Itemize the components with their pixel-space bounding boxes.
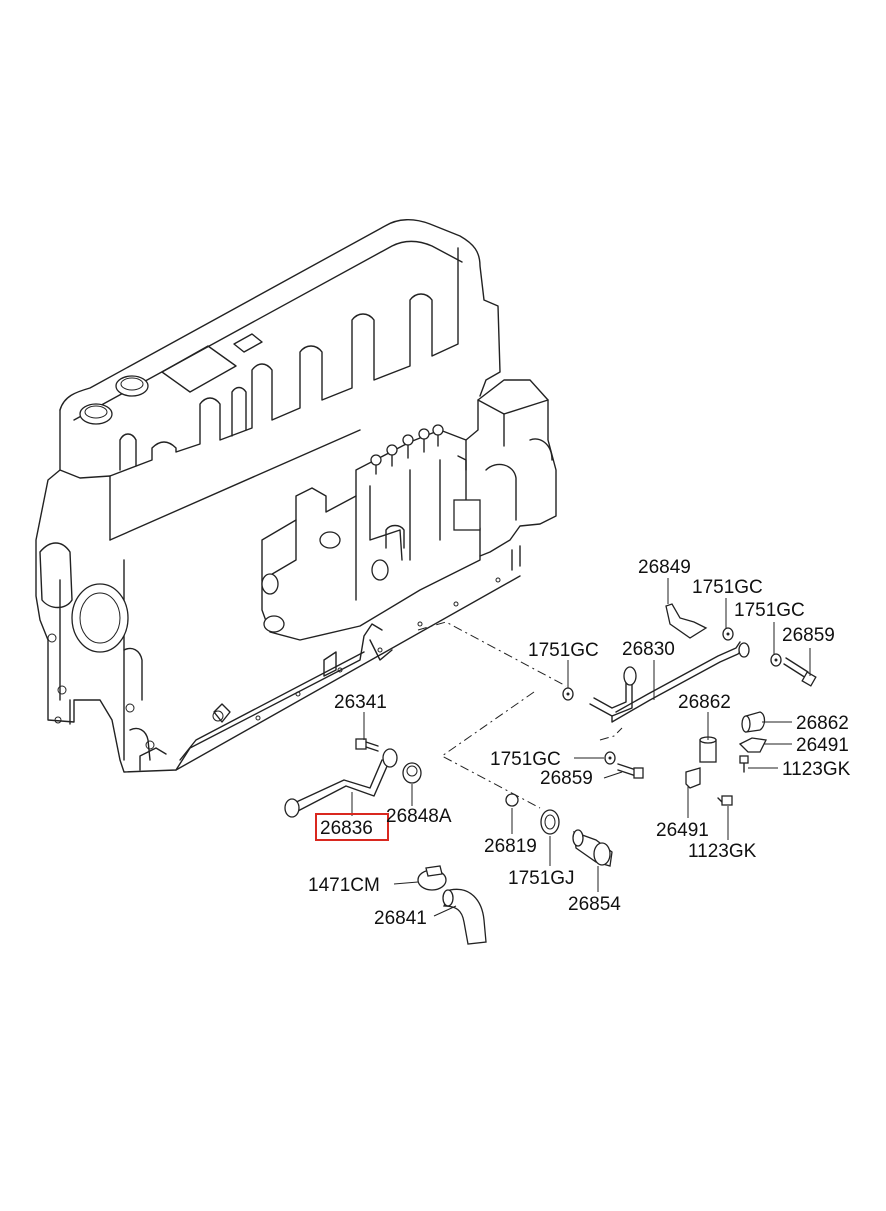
eye-bolt-26859-b[interactable] [617,763,644,779]
clamp-26491-a[interactable] [738,737,767,753]
label-26491-a: 26491 [796,735,849,756]
oil-pipe-26830[interactable] [589,641,750,723]
label-26862-a: 26862 [678,692,731,713]
plug-26854[interactable] [572,829,613,867]
label-26854: 26854 [568,894,621,915]
label-1123gk-b: 1123GK [688,841,757,862]
nut-26848a[interactable] [402,762,422,784]
bushing-26862-b[interactable] [741,711,766,733]
washer-1751gc-c[interactable] [562,687,574,701]
label-1751gc-b: 1751GC [734,600,805,621]
clamp-26491-b[interactable] [685,767,701,789]
highlight-box-26836 [315,813,389,841]
centerline-pump-to-pipe [417,621,567,687]
washer-1751gc-b[interactable] [770,653,782,667]
label-26819: 26819 [484,836,537,857]
label-1751gj: 1751GJ [508,868,575,889]
label-26859-a: 26859 [782,625,835,646]
label-1751gc-d: 1751GC [490,749,561,770]
label-1751gc-c: 1751GC [528,640,599,661]
ball-26819[interactable] [505,793,519,807]
gasket-1751gj[interactable] [540,809,560,835]
screw-1123gk-b[interactable] [717,795,733,806]
label-26491-b: 26491 [656,820,709,841]
hose-clamp-1471cm[interactable] [417,865,447,891]
oil-pipe-26836[interactable] [284,748,398,818]
label-26848a: 26848A [386,806,452,827]
label-26862-b: 26862 [796,713,849,734]
screw-1123gk-a[interactable] [739,755,749,773]
label-1751gc-a: 1751GC [692,577,763,598]
label-26836[interactable]: 26836 [320,818,373,839]
leader-lines [351,578,811,917]
eye-bolt-26859-a[interactable] [783,657,817,687]
engine-block-illustration [35,219,557,773]
washer-1751gc-a[interactable] [722,627,734,641]
bolt-26341[interactable] [355,738,379,752]
label-26849: 26849 [638,557,691,578]
label-1123gk-a: 1123GK [782,759,851,780]
label-26341: 26341 [334,692,387,713]
label-26859-b: 26859 [540,768,593,789]
centerline-pipe-to-washer [599,727,623,741]
label-26830: 26830 [622,639,675,660]
hose-26841[interactable] [442,888,487,945]
bracket-26849[interactable] [665,603,708,639]
bushing-26862-a[interactable] [699,736,717,763]
label-1471cm: 1471CM [308,875,380,896]
washer-1751gc-d[interactable] [604,751,616,765]
label-26841: 26841 [374,908,427,929]
